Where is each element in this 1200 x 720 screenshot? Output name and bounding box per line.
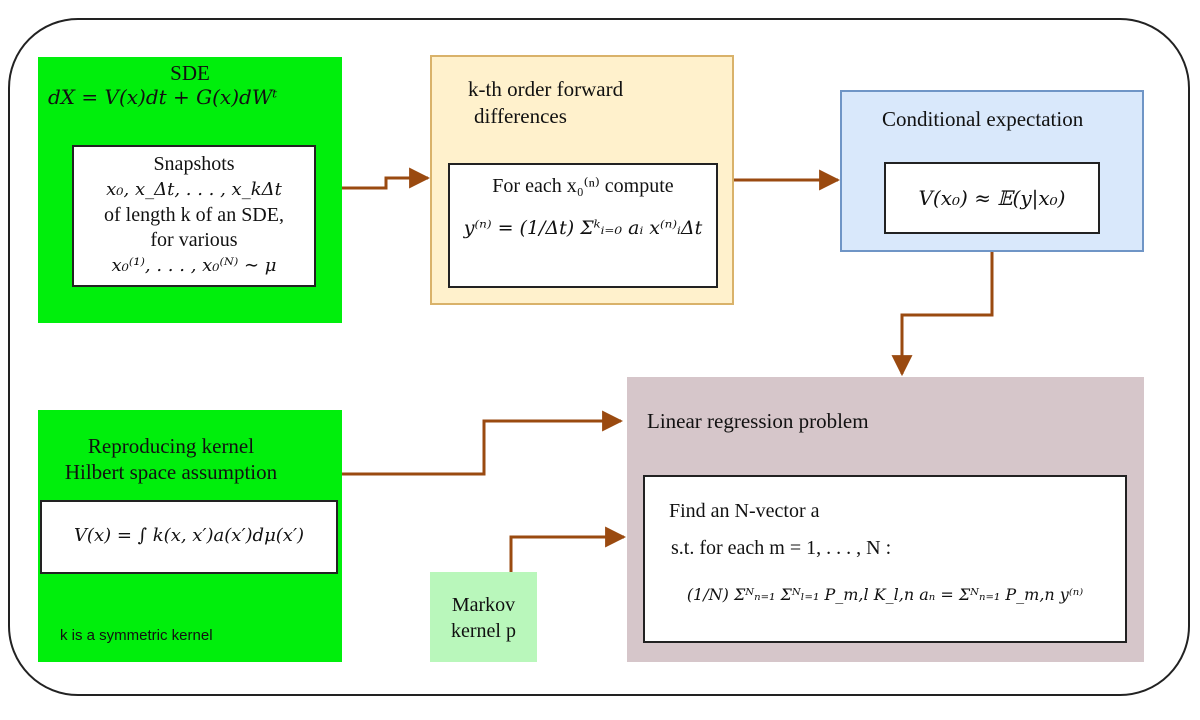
forward-differences-formula-box: For each x₀⁽ⁿ⁾ compute y⁽ⁿ⁾ = (1/Δt) Σᵏᵢ… [448, 163, 718, 288]
linear-regression-title: Linear regression problem [647, 409, 869, 433]
conditional-expectation-title: Conditional expectation [882, 107, 1084, 131]
forward-differences-title-line1: k-th order forward [468, 77, 624, 101]
regression-find-vector: Find an N-vector a [669, 500, 820, 522]
snapshots-label: Snapshots [153, 153, 235, 175]
arrow-sde-to-differences [342, 167, 431, 190]
rkhs-formula: V(x) = ∫ k(x, x′)a(x′)dμ(x′) [73, 525, 305, 546]
forward-differences-block: k-th order forward differences For each … [430, 55, 734, 305]
rkhs-formula-box: V(x) = ∫ k(x, x′)a(x′)dμ(x′) [40, 500, 338, 574]
rkhs-title-line2: Hilbert space assumption [64, 460, 278, 484]
conditional-expectation-formula: V(x₀) ≈ 𝔼(y|x₀) [918, 186, 1066, 210]
rkhs-title-line1: Reproducing kernel [87, 434, 255, 458]
markov-line1: Markov [451, 594, 516, 616]
compute-instruction: For each x₀⁽ⁿ⁾ compute [492, 175, 674, 197]
markov-line2: kernel p [451, 620, 516, 642]
forward-differences-title-line2: differences [474, 104, 567, 128]
kernel-note: k is a symmetric kernel [60, 627, 213, 644]
regression-problem-box: Find an N-vector a s.t. for each m = 1, … [643, 475, 1127, 643]
markov-kernel-block: Markov kernel p [430, 572, 537, 662]
conditional-expectation-formula-box: V(x₀) ≈ 𝔼(y|x₀) [884, 162, 1100, 234]
regression-equation: (1/N) Σᴺₙ₌₁ Σᴺₗ₌₁ P_m,l K_l,n aₙ = Σᴺₙ₌₁… [686, 585, 1084, 604]
arrow-markov-to-regression [509, 526, 627, 572]
snapshots-length-text: of length k of an SDE, [104, 204, 284, 226]
forward-difference-formula: y⁽ⁿ⁾ = (1/Δt) Σᵏᵢ₌₀ aᵢ x⁽ⁿ⁾ᵢΔt [463, 217, 703, 239]
snapshots-box: Snapshots x₀, x_Δt, . . . , x_kΔt of len… [72, 145, 316, 287]
sde-title: SDE [170, 61, 210, 85]
sde-equation: dX = V(x)dt + G(x)dWᵗ [48, 85, 278, 109]
arrow-expectation-to-regression [891, 252, 994, 377]
snapshots-various-text: for various [150, 229, 238, 251]
outer-frame [8, 18, 1190, 696]
conditional-expectation-block: Conditional expectation V(x₀) ≈ 𝔼(y|x₀) [840, 90, 1144, 252]
snapshots-initial-conditions: x₀⁽¹⁾, . . . , x₀⁽ᴺ⁾ ∼ μ [111, 255, 277, 276]
arrow-rkhs-to-regression [342, 410, 624, 476]
sde-block: SDE dX = V(x)dt + G(x)dWᵗ Snapshots x₀, … [38, 57, 342, 323]
rkhs-assumption-block: Reproducing kernel Hilbert space assumpt… [38, 410, 342, 662]
snapshots-sequence: x₀, x_Δt, . . . , x_kΔt [106, 179, 282, 200]
regression-condition: s.t. for each m = 1, . . . , N : [671, 537, 892, 559]
linear-regression-block: Linear regression problem Find an N-vect… [627, 377, 1144, 662]
